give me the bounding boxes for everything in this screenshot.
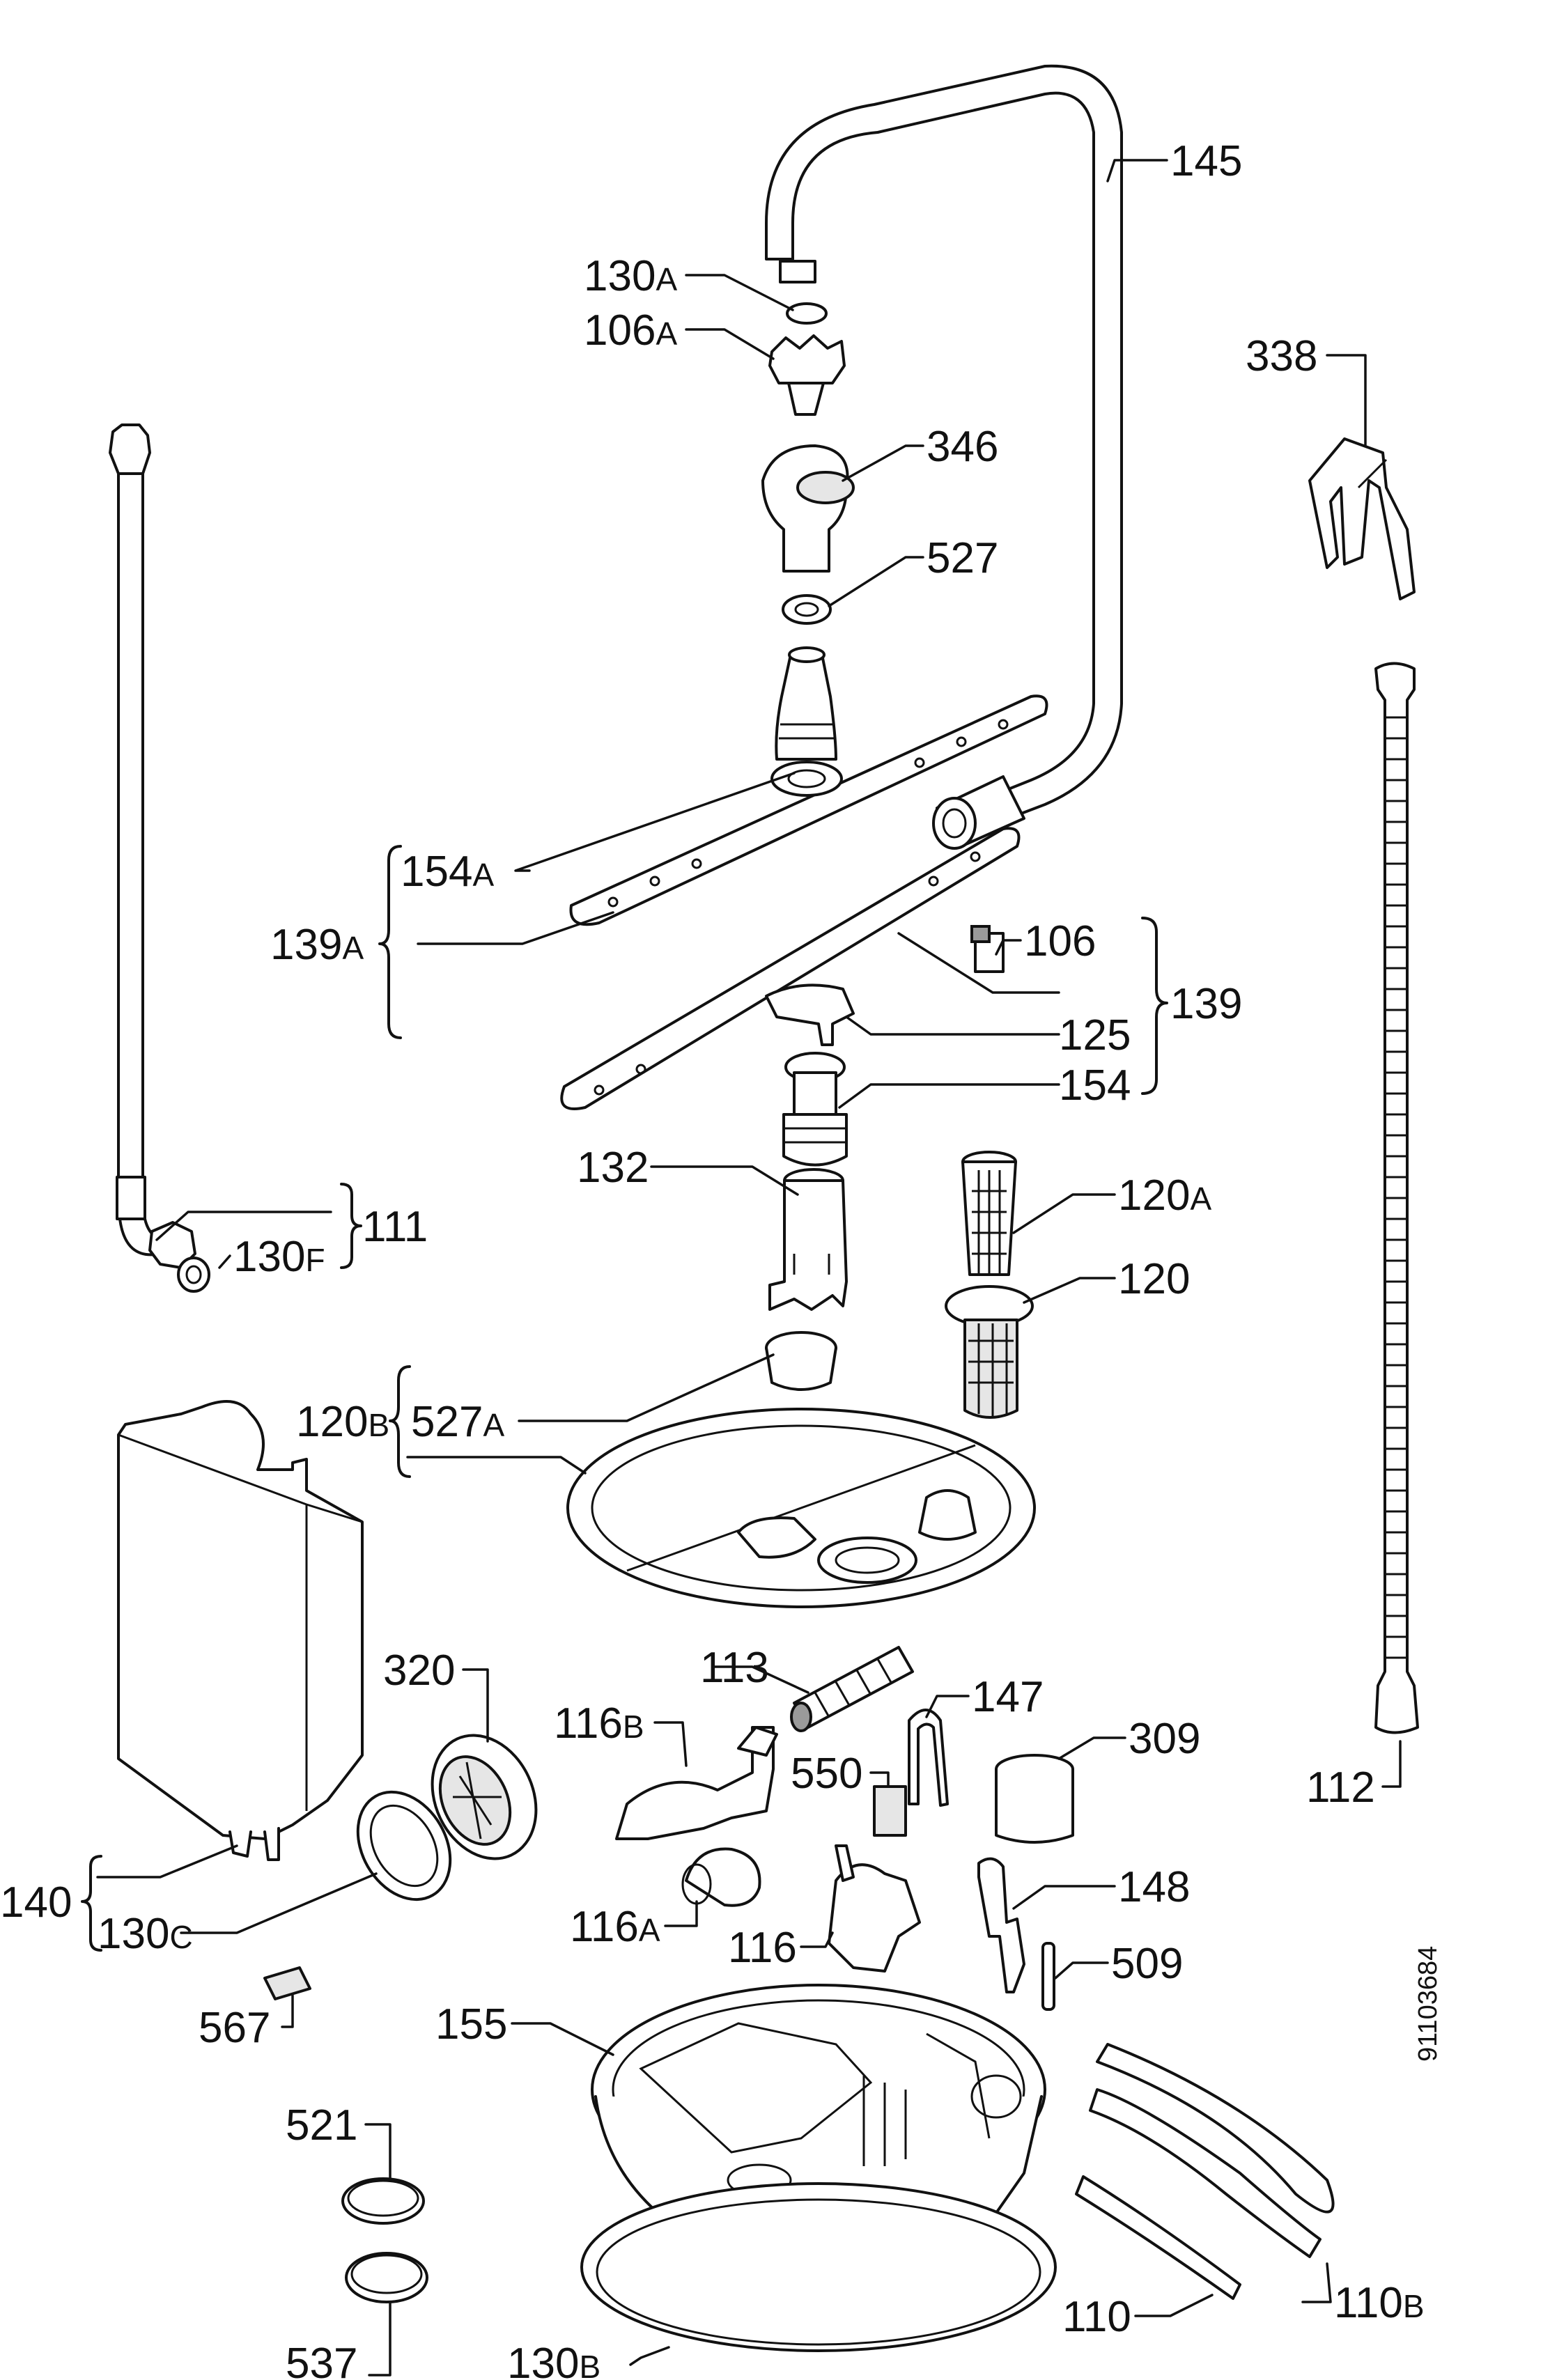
part-527-ring [782, 594, 832, 625]
label-116b: 116B [554, 1700, 644, 1748]
label-120b: 120B [296, 1398, 389, 1446]
label-147: 147 [972, 1673, 1044, 1721]
label-113: 113 [700, 1644, 769, 1692]
label-116a: 116A [570, 1903, 660, 1951]
part-309-cap [995, 1754, 1074, 1844]
part-527a-ring [765, 1331, 837, 1391]
label-116: 116 [728, 1924, 797, 1972]
label-527: 527 [927, 534, 998, 582]
part-139-lower-spray-arm [560, 827, 1021, 1110]
label-346: 346 [927, 423, 998, 471]
part-106-clip [970, 925, 1005, 973]
label-154: 154 [1059, 1061, 1131, 1110]
part-113-hose [790, 1646, 914, 1732]
label-139: 139 [1170, 980, 1242, 1028]
label-509: 509 [1111, 1940, 1183, 1988]
label-130c: 130C [98, 1910, 193, 1958]
label-110: 110 [1062, 2293, 1131, 2341]
part-120a-micro-filter [961, 1151, 1017, 1276]
part-154-hub [782, 1052, 848, 1167]
label-550: 550 [791, 1750, 862, 1798]
label-130f: 130F [233, 1233, 325, 1281]
part-147-u-pin [908, 1709, 949, 1807]
part-537-disc [345, 2252, 428, 2303]
label-309: 309 [1129, 1715, 1200, 1763]
part-521-disc [341, 2177, 425, 2225]
label-155: 155 [435, 2000, 507, 2048]
label-140: 140 [0, 1879, 72, 1927]
label-537: 537 [286, 2340, 357, 2380]
part-116a-chamber-part [681, 1847, 761, 1907]
part-106a-nut [768, 334, 846, 416]
label-139a: 139A [270, 921, 364, 969]
part-116-housing [828, 1844, 921, 1973]
part-130c-seal-ring [356, 1790, 452, 1901]
leader-lines [96, 159, 1402, 2377]
label-567: 567 [199, 2004, 270, 2052]
label-132: 132 [577, 1144, 649, 1192]
part-110-hose [1075, 2043, 1335, 2300]
label-521: 521 [286, 2101, 357, 2149]
part-132-coupling-sleeve [768, 1168, 848, 1311]
part-111-hose [109, 423, 196, 1269]
label-145: 145 [1170, 137, 1242, 185]
braces [81, 845, 1168, 1952]
label-120a: 120A [1118, 1172, 1211, 1220]
part-154a-upper-spray-arm [569, 646, 1048, 926]
part-320-cap [431, 1734, 538, 1860]
part-labels: 145 130A 106A 338 346 527 154A 139A 106 … [0, 137, 1425, 2380]
part-550-block [873, 1785, 907, 1837]
part-145-supply-tube [765, 64, 1123, 850]
label-106a: 106A [584, 306, 677, 355]
part-130a-o-ring [786, 302, 828, 325]
label-120: 120 [1118, 1255, 1190, 1303]
part-346-spray-arm-hub [761, 444, 855, 573]
label-130b: 130B [507, 2340, 600, 2380]
part-112-corrugated-hose [1374, 662, 1419, 1734]
diagram-code: 91103684 [1413, 1946, 1443, 2062]
label-527a: 527A [411, 1398, 504, 1446]
part-116b-pressure-chamber [615, 1726, 778, 1840]
part-509-pin [1041, 1942, 1055, 2011]
label-148: 148 [1118, 1863, 1190, 1911]
label-110b: 110B [1334, 2279, 1425, 2327]
label-338: 338 [1246, 332, 1317, 380]
label-111: 111 [362, 1203, 428, 1251]
part-130b-sump-seal [580, 2182, 1057, 2352]
part-148-bracket [977, 1857, 1025, 1993]
part-130f-gasket [177, 1257, 210, 1293]
label-112: 112 [1306, 1764, 1375, 1812]
part-125-clip [765, 983, 855, 1046]
part-120-filter [945, 1285, 1034, 1419]
part-120b-filter-plate [566, 1408, 1036, 1608]
label-130a: 130A [584, 252, 677, 300]
part-140-softener-tank [117, 1400, 364, 1861]
part-567-clip [263, 1966, 311, 2000]
label-320: 320 [383, 1647, 455, 1695]
label-106: 106 [1024, 917, 1096, 965]
label-125: 125 [1059, 1011, 1131, 1059]
part-338-bracket [1308, 437, 1416, 600]
label-154a: 154A [401, 848, 494, 896]
